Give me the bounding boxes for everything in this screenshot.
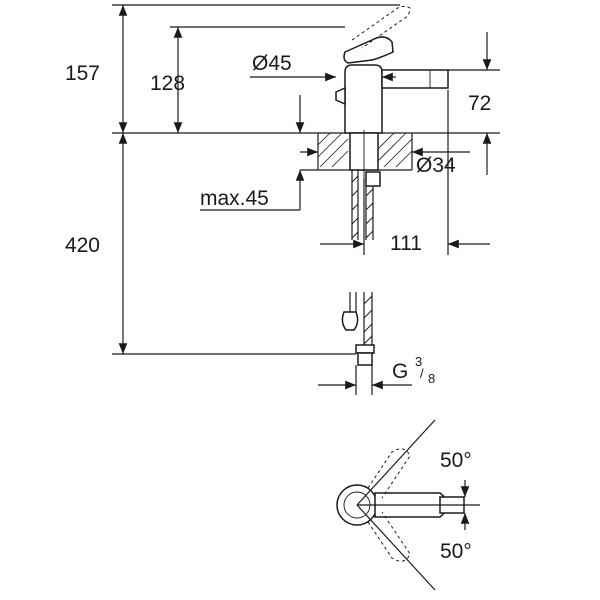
lever-diameter-label: Ø45 (252, 52, 292, 75)
hole-diameter-label: Ø34 (416, 154, 456, 177)
max-deck-thickness-label: max.45 (200, 187, 269, 210)
thread-numerator-label: 3 (415, 354, 422, 369)
upper-angle-label: 50° (440, 449, 472, 472)
spout-projection-height-label: 72 (468, 92, 491, 115)
hose-length-label: 420 (65, 234, 100, 257)
thread-slash: / (420, 366, 424, 381)
thread-denominator-label: 8 (428, 371, 435, 386)
deck-surface (112, 132, 500, 171)
top-view (336, 419, 480, 591)
lower-angle-label: 50° (440, 540, 472, 563)
faucet-body (335, 5, 449, 366)
thread-letter-label: G (392, 360, 408, 383)
dimension-lines (112, 4, 500, 395)
spout-reach-label: 111 (390, 232, 422, 255)
spout-height-label: 128 (150, 72, 185, 95)
overall-height-label: 157 (65, 62, 100, 85)
